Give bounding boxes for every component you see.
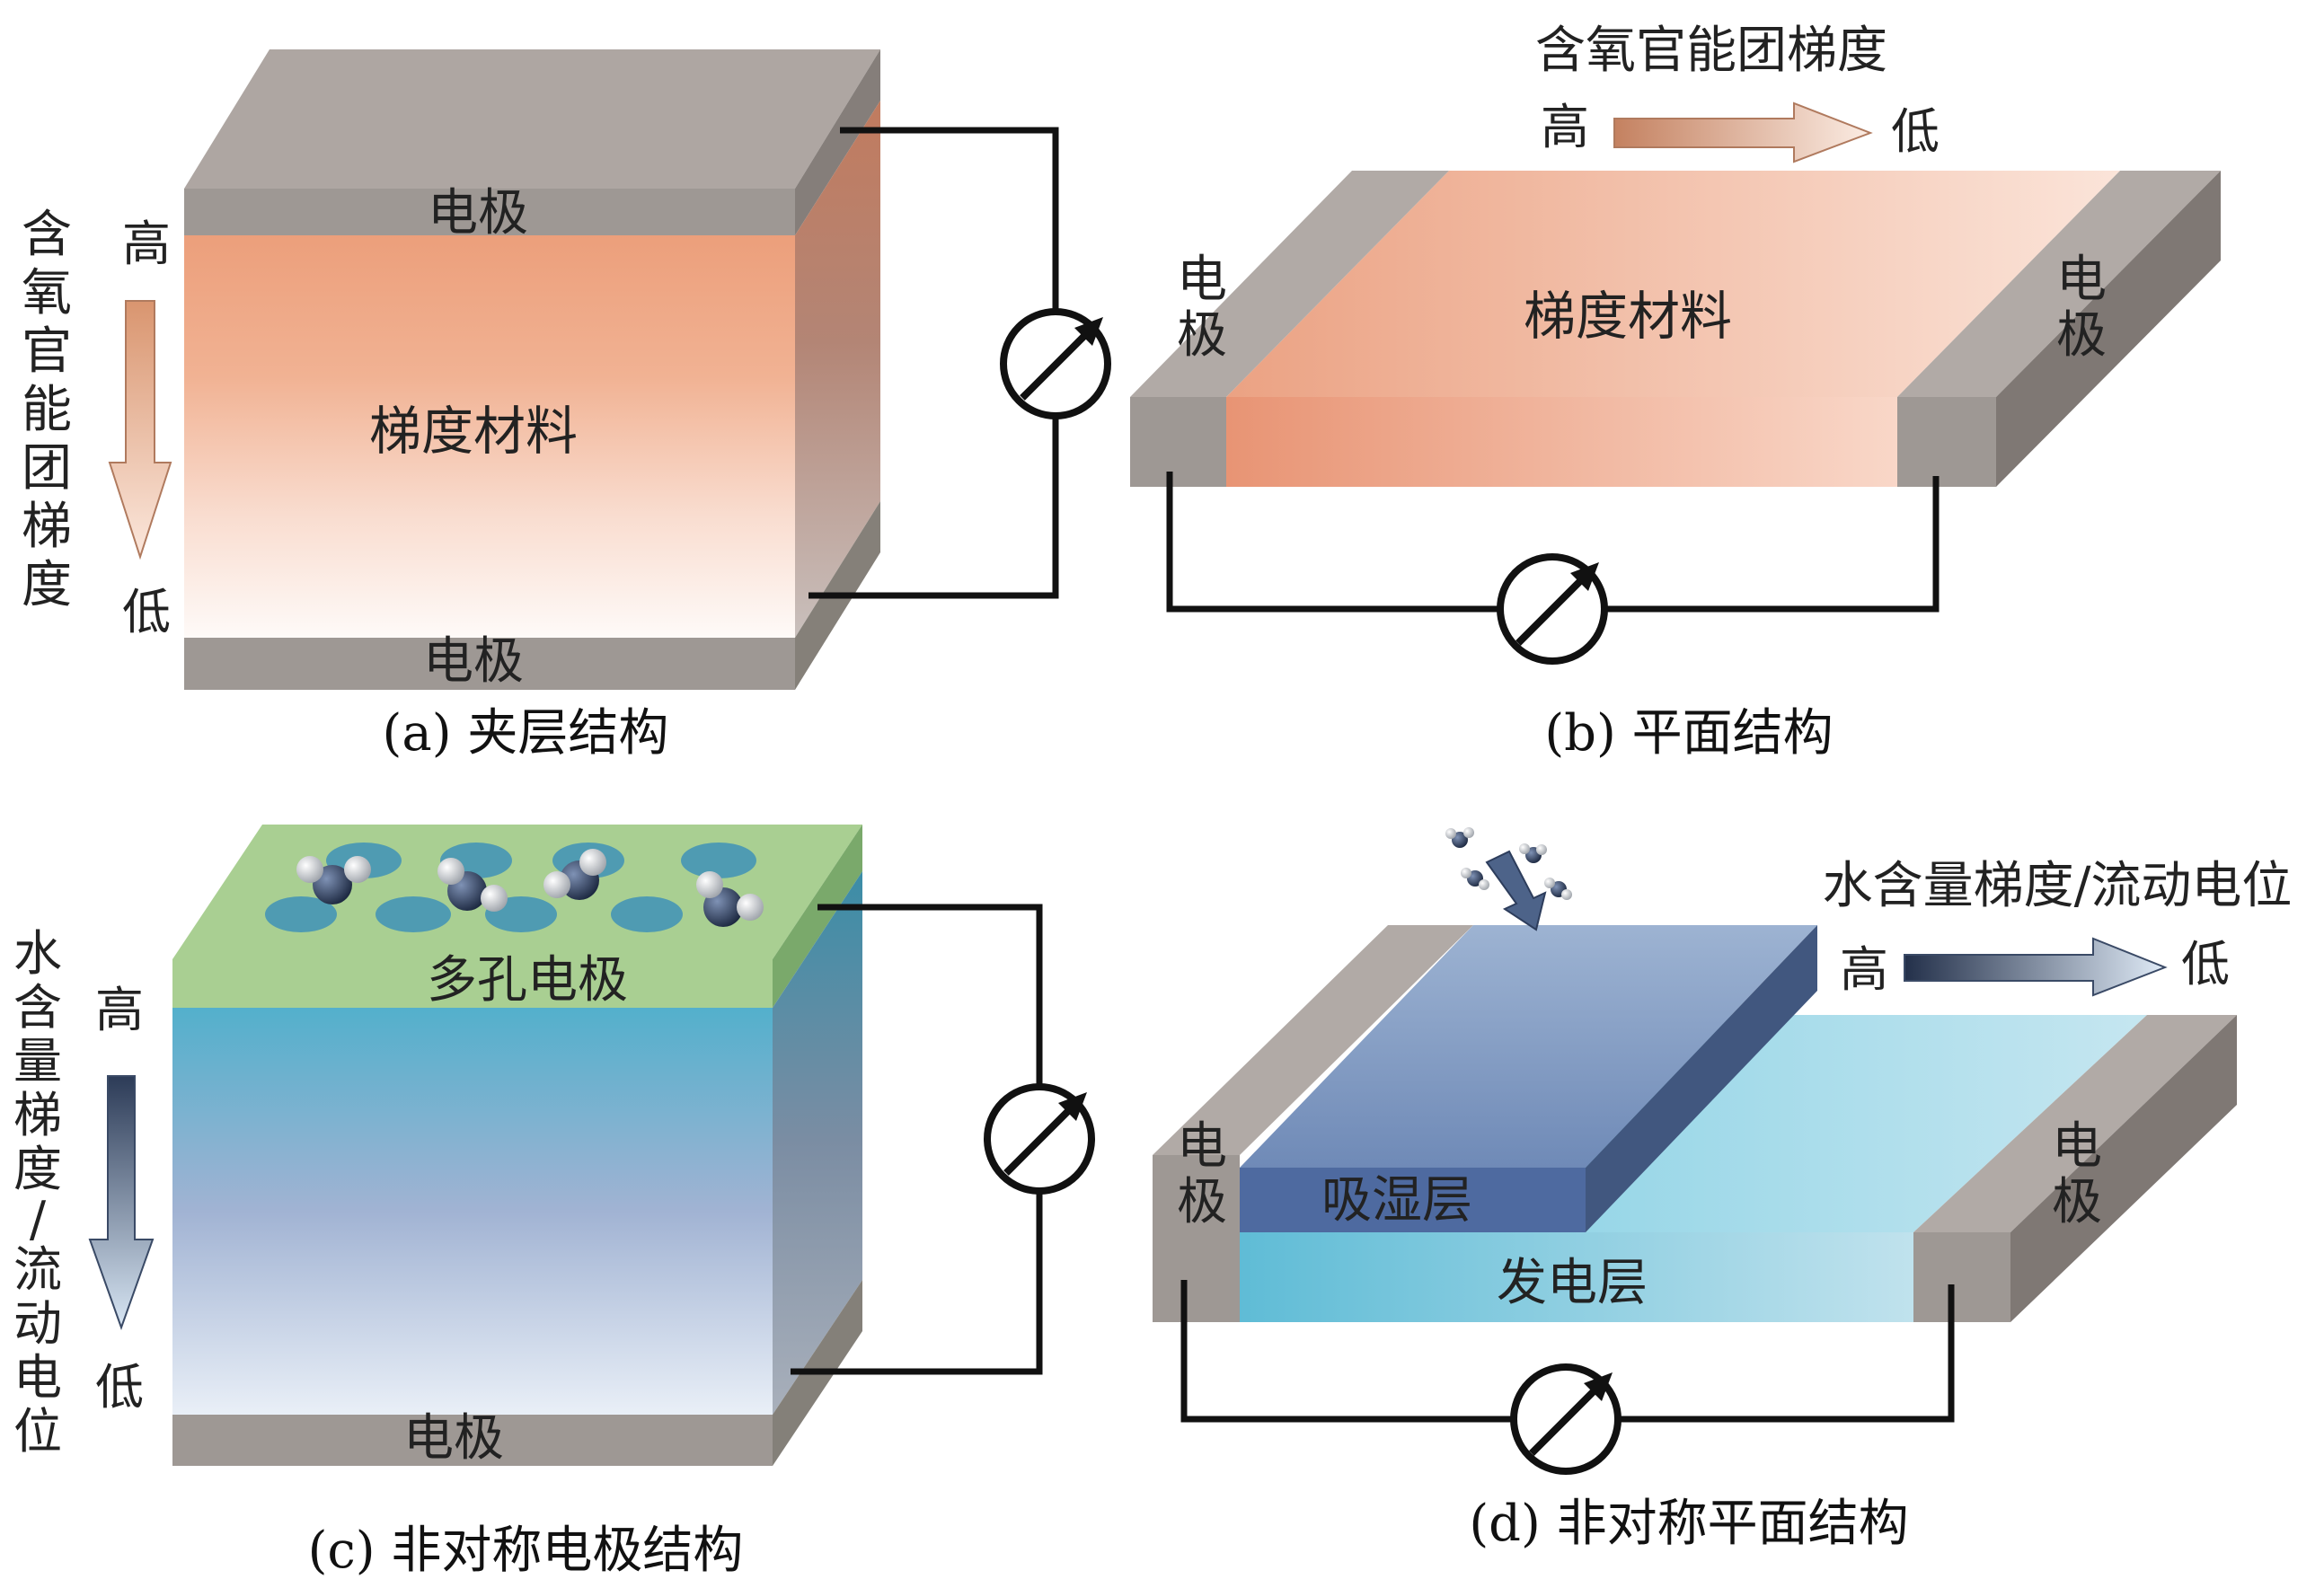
panel-a-sandwich: 电极 梯度材料 电极 含 氧 官 能 团 梯 度 高 低 (a) 夹层结构 <box>22 49 1111 763</box>
grad-char-4: 团 <box>22 439 72 498</box>
water-gradient-material-front <box>172 1008 773 1415</box>
low-label-a: 低 <box>122 584 171 640</box>
left-electrode-char-1: 极 <box>1177 306 1227 365</box>
hygroscopic-layer-label: 吸湿层 <box>1321 1171 1472 1230</box>
right-electrode-char-0: 电 <box>2056 251 2107 309</box>
material-front-face <box>1226 397 1897 487</box>
generating-layer-label: 发电层 <box>1497 1254 1648 1312</box>
water-char-2: 量 <box>13 1033 62 1090</box>
water-char-5: / <box>30 1191 47 1248</box>
hygroscopic-layer-side <box>1586 925 1817 1232</box>
high-label-a: 高 <box>122 216 171 272</box>
oxygen-gradient-title: 含氧官能团梯度 <box>1535 22 1887 80</box>
water-char-6: 流 <box>13 1241 62 1298</box>
material-side-face <box>795 101 880 638</box>
panel-d-asymmetric-planar: 水含量梯度/流动电位 高 低 电 极 电 极 吸湿层 发电层 <box>1153 827 2292 1553</box>
ammeter-icon <box>984 1083 1095 1195</box>
caption-b: (b) 平面结构 <box>1544 704 1833 763</box>
caption-a: (a) 夹层结构 <box>383 704 669 763</box>
water-molecule-icon <box>437 858 508 912</box>
material-top-face <box>1226 171 2120 397</box>
right-electrode-char-1-d: 极 <box>2052 1173 2102 1231</box>
right-electrode-front <box>1897 397 1996 487</box>
right-electrode-side <box>1996 171 2221 487</box>
right-electrode-front-d <box>1913 1232 2010 1322</box>
moisture-arrow-icon <box>1485 850 1547 931</box>
water-molecule-icon <box>296 856 371 904</box>
water-char-3: 梯 <box>13 1087 62 1143</box>
right-electrode-char-1: 极 <box>2056 306 2107 365</box>
water-molecule-icon <box>1519 843 1547 863</box>
grad-char-1: 氧 <box>22 264 72 322</box>
low-label-b: 低 <box>1891 103 1940 160</box>
grad-char-5: 梯 <box>22 498 72 556</box>
material-side-face-c <box>773 871 862 1415</box>
water-molecule-icon <box>543 849 606 900</box>
ammeter-icon <box>1510 1363 1621 1475</box>
porous-electrode-label: 多孔电极 <box>427 951 628 1010</box>
material-label-b: 梯度材料 <box>1524 286 1732 347</box>
ammeter-icon <box>1497 553 1608 665</box>
water-char-1: 含 <box>13 979 62 1036</box>
panel-b-planar: 含氧官能团梯度 高 低 电 极 电 极 梯度材料 (b) 平面结构 <box>1130 22 2221 763</box>
gradient-arrow-icon <box>1904 937 2168 997</box>
left-electrode-char-1-d: 极 <box>1177 1173 1227 1231</box>
material-label: 梯度材料 <box>369 401 578 462</box>
top-electrode-top-face <box>184 49 880 189</box>
hygroscopic-layer-top <box>1240 925 1817 1168</box>
grad-char-3: 能 <box>22 381 72 439</box>
left-electrode-top <box>1130 171 1449 397</box>
high-label-c: 高 <box>95 982 144 1038</box>
caption-c: (c) 非对称电极结构 <box>308 1522 744 1580</box>
water-molecule-icon <box>1445 827 1474 848</box>
hygroscopic-layer-front <box>1240 1168 1586 1232</box>
water-char-8: 电 <box>13 1349 62 1406</box>
gradient-arrow-icon <box>88 1075 155 1330</box>
water-gradient-vertical-label: 水 含 量 梯 度 / 流 动 电 位 <box>13 925 62 1460</box>
left-electrode-char-0-d: 电 <box>1177 1117 1227 1176</box>
water-char-7: 动 <box>13 1295 62 1352</box>
porous-electrode-side <box>773 825 862 1008</box>
water-molecule-icon <box>696 871 764 927</box>
low-label-c: 低 <box>95 1359 144 1416</box>
panel-c-asymmetric-electrode: 多孔电极 电极 水 含 量 梯 度 / 流 动 电 位 高 低 (c) 非对称电… <box>13 825 1095 1580</box>
water-molecule-icon <box>1544 878 1572 900</box>
oxygen-gradient-vertical-label: 含 氧 官 能 团 梯 度 <box>22 206 72 614</box>
grad-char-2: 官 <box>22 322 72 381</box>
grad-char-6: 度 <box>22 556 72 614</box>
water-char-0: 水 <box>13 925 62 982</box>
high-label-b: 高 <box>1541 99 1589 155</box>
top-electrode-label: 电极 <box>428 184 528 243</box>
water-molecule-icon <box>1461 868 1489 890</box>
grad-char-0: 含 <box>22 206 72 264</box>
right-electrode-top-d <box>1913 1015 2237 1232</box>
porous-electrode-top <box>172 825 862 959</box>
gradient-arrow-icon <box>1613 101 1873 163</box>
bottom-electrode-front <box>184 638 795 690</box>
high-label-d: 高 <box>1840 941 1888 998</box>
right-electrode-top <box>1897 171 2221 397</box>
bottom-electrode-label-c: 电极 <box>403 1409 504 1468</box>
gradient-arrow-icon <box>108 300 172 560</box>
ammeter-icon <box>1000 308 1111 419</box>
bottom-electrode-front-c <box>172 1415 773 1466</box>
right-electrode-char-0-d: 电 <box>2052 1117 2102 1176</box>
bottom-electrode-label: 电极 <box>423 632 524 691</box>
porous-electrode-front <box>172 959 773 1008</box>
left-electrode-front-d <box>1153 1155 1240 1322</box>
left-electrode-front <box>1130 397 1226 487</box>
low-label-d: 低 <box>2181 936 2230 992</box>
top-electrode-side-face <box>795 49 880 235</box>
water-char-9: 位 <box>13 1403 62 1460</box>
gradient-material-front <box>184 235 795 638</box>
right-electrode-side-d <box>2010 1015 2237 1322</box>
left-electrode-top-d <box>1153 925 1473 1155</box>
top-electrode-front <box>184 189 795 235</box>
water-gradient-title: 水含量梯度/流动电位 <box>1823 857 2293 915</box>
water-char-4: 度 <box>13 1141 62 1197</box>
generating-layer-front <box>1240 1232 1913 1322</box>
left-electrode-char-0: 电 <box>1177 251 1227 309</box>
caption-d: (d) 非对称平面结构 <box>1469 1495 1908 1553</box>
